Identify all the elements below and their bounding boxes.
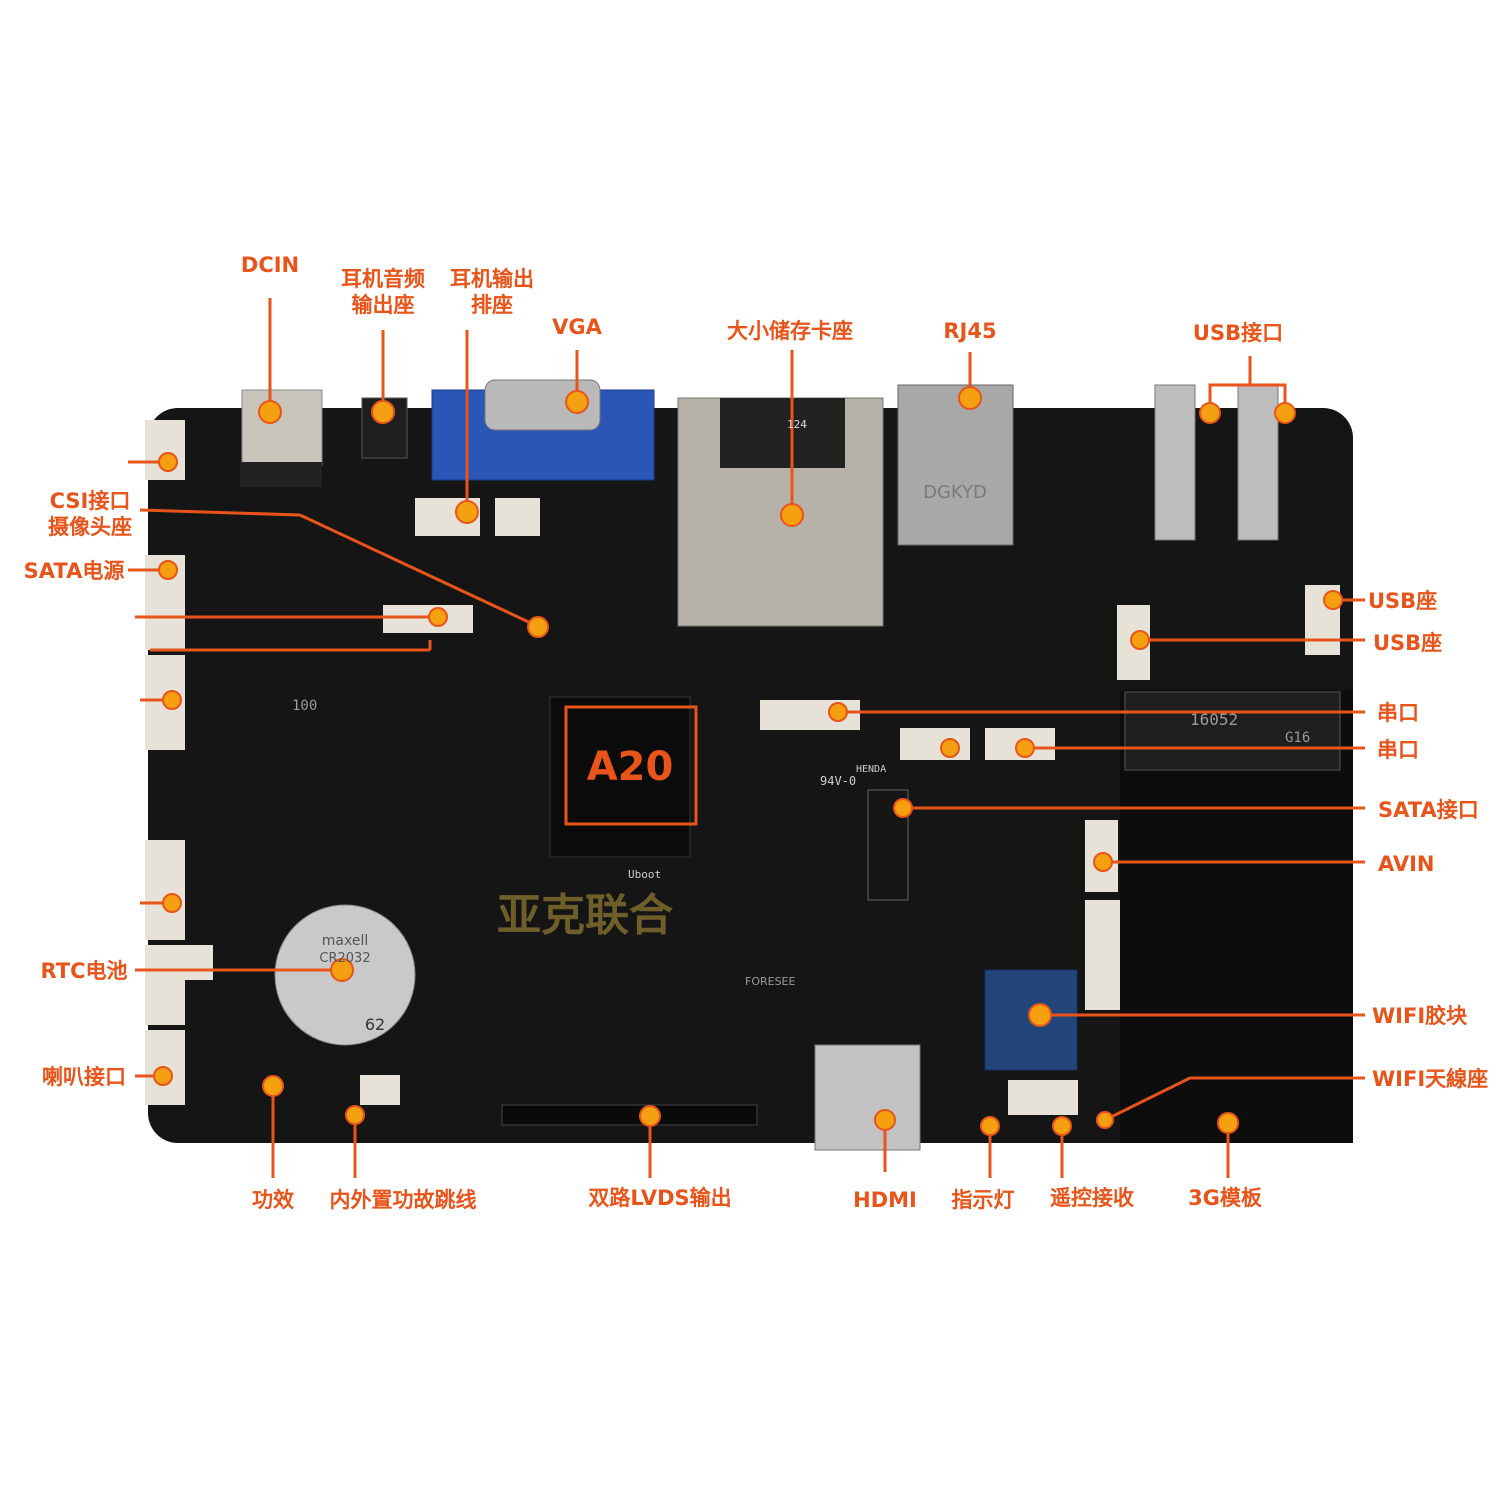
dot-uart-2b bbox=[1015, 738, 1035, 758]
rtc-connector bbox=[183, 945, 213, 980]
dot-rtc bbox=[330, 958, 354, 982]
label-earphone-audio: 耳机音频输出座 bbox=[341, 267, 425, 317]
label-sata-port: SATA接口 bbox=[1378, 798, 1479, 822]
lvds-header bbox=[501, 1104, 758, 1126]
left-connector-5 bbox=[145, 945, 185, 1025]
rj45-jack bbox=[897, 384, 1014, 546]
dot-wifi-antenna bbox=[1096, 1111, 1114, 1129]
leader-lines bbox=[128, 298, 1365, 1178]
fr4-text: 94V-0 bbox=[820, 774, 856, 788]
dot-csi bbox=[527, 616, 549, 638]
dot-left-1 bbox=[158, 452, 178, 472]
sd-pins-text: 124 bbox=[787, 418, 807, 431]
connector-extra bbox=[1085, 900, 1120, 1010]
dot-sata bbox=[893, 798, 913, 818]
uart-connector-2 bbox=[900, 728, 970, 760]
dot-uart-1 bbox=[828, 702, 848, 722]
marker-dots bbox=[153, 386, 1343, 1136]
label-uart-1: 串口 bbox=[1377, 701, 1419, 725]
label-amp: 功效 bbox=[252, 1188, 294, 1212]
dot-usb-1 bbox=[1199, 402, 1221, 424]
dot-speaker bbox=[153, 1066, 173, 1086]
emmc-brand: FORESEE bbox=[745, 975, 796, 988]
battery-brand: maxell bbox=[322, 933, 368, 949]
pcb-board bbox=[148, 408, 1353, 1143]
csi-connector bbox=[383, 605, 473, 633]
dot-amp bbox=[262, 1075, 284, 1097]
mpcie-text: 16052 bbox=[1190, 710, 1238, 729]
label-earphone-header: 耳机输出排座 bbox=[450, 267, 534, 317]
dot-rj45 bbox=[958, 386, 982, 410]
hdmi-connector bbox=[814, 1044, 921, 1151]
label-usb-socket-1: USB座 bbox=[1368, 589, 1438, 613]
usb-port-1 bbox=[1154, 384, 1196, 541]
label-usb-port: USB接口 bbox=[1192, 321, 1284, 345]
label-speaker: 喇叭接口 bbox=[42, 1065, 126, 1089]
label-dcin: DCIN bbox=[240, 253, 300, 277]
dc-jack bbox=[241, 389, 323, 466]
a20-chip-label: A20 bbox=[587, 744, 674, 790]
label-avin: AVIN bbox=[1378, 852, 1435, 876]
dot-earphone-audio bbox=[371, 400, 395, 424]
dc-jack-base bbox=[240, 462, 322, 487]
label-ir: 遥控接收 bbox=[1050, 1186, 1134, 1210]
a20-chip bbox=[549, 696, 691, 858]
speaker-connector bbox=[360, 1075, 400, 1105]
rj45-brand: DGKYD bbox=[923, 482, 987, 503]
henda-text: HENDA bbox=[856, 764, 886, 775]
label-csi: CSI接口摄像头座 bbox=[48, 489, 132, 539]
dot-hdmi bbox=[874, 1109, 896, 1131]
ir-connector bbox=[1008, 1080, 1078, 1115]
sd-slot-opening bbox=[720, 398, 845, 468]
inductor-text: 100 bbox=[292, 698, 317, 714]
battery-num: 62 bbox=[365, 1015, 385, 1034]
left-connector-4 bbox=[145, 840, 185, 940]
label-wifi-module: WIFI胶块 bbox=[1372, 1004, 1468, 1028]
label-amp-jumper: 内外置功故跳线 bbox=[329, 1188, 477, 1212]
dot-earphone-header bbox=[455, 500, 479, 524]
dot-sd-card bbox=[780, 503, 804, 527]
dot-left-4 bbox=[162, 893, 182, 913]
dot-csi-connector bbox=[428, 607, 448, 627]
dot-usb-2 bbox=[1274, 402, 1296, 424]
label-hdmi: HDMI bbox=[853, 1188, 917, 1212]
watermark: 亚克联合 bbox=[497, 890, 673, 941]
header-2 bbox=[495, 498, 540, 536]
usb-port-2 bbox=[1237, 384, 1279, 541]
label-lvds: 双路LVDS输出 bbox=[588, 1186, 732, 1210]
label-uart-2: 串口 bbox=[1377, 738, 1419, 762]
label-wifi-antenna: WIFI天線座 bbox=[1372, 1067, 1489, 1091]
dot-dcin bbox=[258, 400, 282, 424]
a20-highlight-box bbox=[564, 705, 698, 826]
dot-amp-jumper bbox=[345, 1105, 365, 1125]
label-vga: VGA bbox=[552, 315, 602, 339]
dot-ir bbox=[1052, 1116, 1072, 1136]
label-3g: 3G模板 bbox=[1188, 1186, 1262, 1210]
dot-avin bbox=[1093, 852, 1113, 872]
label-usb-socket-2: USB座 bbox=[1373, 631, 1443, 655]
dot-lvds bbox=[639, 1105, 661, 1127]
battery-model: CR2032 bbox=[319, 951, 370, 966]
dot-left-3 bbox=[162, 690, 182, 710]
dot-sata-power bbox=[158, 560, 178, 580]
label-led: 指示灯 bbox=[951, 1188, 1015, 1212]
uboot-text: Uboot bbox=[628, 868, 661, 881]
dot-led bbox=[980, 1116, 1000, 1136]
mpcie-code: G16 bbox=[1285, 730, 1310, 746]
label-sata-power: SATA电源 bbox=[23, 559, 125, 583]
dot-3g bbox=[1217, 1112, 1239, 1134]
dot-wifi-module bbox=[1028, 1003, 1052, 1027]
label-rtc: RTC电池 bbox=[40, 959, 128, 983]
label-rj45: RJ45 bbox=[943, 319, 997, 343]
dot-usb-socket-2 bbox=[1130, 630, 1150, 650]
label-sd-card: 大小储存卡座 bbox=[727, 319, 853, 343]
dot-uart-2a bbox=[940, 738, 960, 758]
dot-vga bbox=[565, 390, 589, 414]
mpcie-slot bbox=[1124, 691, 1341, 771]
dot-usb-socket-1 bbox=[1323, 590, 1343, 610]
